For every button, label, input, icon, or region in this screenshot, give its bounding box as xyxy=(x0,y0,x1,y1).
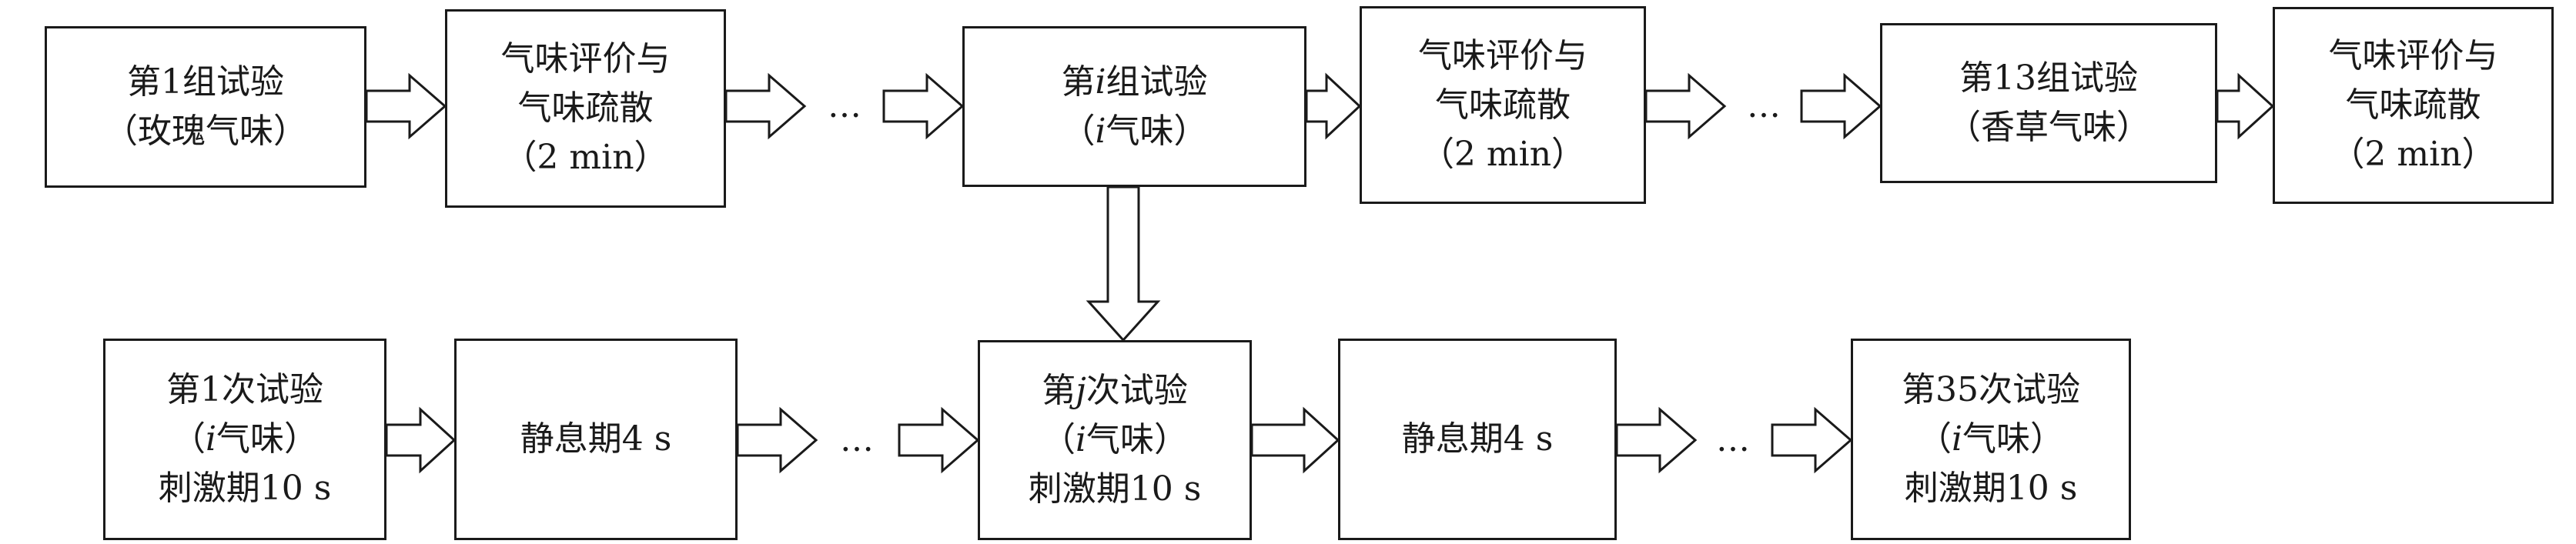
node-text-line: 第j次试验 xyxy=(1042,371,1188,410)
node-group13-test: 第13组试验 （香草气味） xyxy=(1880,23,2217,183)
node-trial35: 第35次试验 （i气味） 刺激期10 s xyxy=(1851,339,2131,540)
node-text-line: 气味评价与 xyxy=(2328,36,2498,75)
arrow-groupi-test-to-trialj xyxy=(1086,185,1161,342)
node-text-line: 第1组试验 xyxy=(127,62,284,102)
node-text-line: 第35次试验 xyxy=(1902,370,2080,409)
arrow-group13-test-to-group13-eval xyxy=(2216,72,2275,140)
node-text-line: 气味疏散 xyxy=(2345,85,2481,125)
arrow-ellipsis-to-group13-test xyxy=(1800,72,1882,140)
node-rest1: 静息期4 s xyxy=(454,339,738,540)
node-text-line: （i气味） xyxy=(1917,419,2065,459)
ellipsis-top-1: … xyxy=(828,86,861,125)
arrow-ellipsis-to-groupi-test xyxy=(882,72,965,140)
node-trial1: 第1次试验 （i气味） 刺激期10 s xyxy=(103,339,386,540)
arrow-ellipsis-to-trialj xyxy=(898,406,980,474)
node-text-line: 刺激期10 s xyxy=(158,469,332,508)
node-text-line: （2 min） xyxy=(503,138,668,177)
arrow-groupi-eval-to-ellipsis xyxy=(1644,72,1727,140)
ellipsis-bottom-1: … xyxy=(840,420,874,459)
node-text-line: 静息期4 s xyxy=(520,419,672,459)
node-group1-test: 第1组试验 （玫瑰气味） xyxy=(45,26,366,188)
node-text-line: 第i组试验 xyxy=(1061,62,1208,102)
node-text-line: （i气味） xyxy=(171,419,319,459)
node-groupi-eval: 气味评价与气味疏散 （2 min） xyxy=(1360,6,1646,204)
ellipsis-top-2: … xyxy=(1747,86,1781,125)
node-restj: 静息期4 s xyxy=(1338,339,1617,540)
node-text-line: 刺激期10 s xyxy=(1028,469,1202,509)
node-groupi-test: 第i组试验 （i气味） xyxy=(962,26,1306,187)
arrow-trialj-to-restj xyxy=(1250,406,1340,474)
node-text-line: 气味评价与 xyxy=(1418,35,1587,75)
node-text-line: （i气味） xyxy=(1041,420,1189,459)
arrow-ellipsis-to-trial35 xyxy=(1771,406,1853,474)
arrow-group1-test-to-group1-eval xyxy=(365,72,447,140)
arrow-groupi-test-to-groupi-eval xyxy=(1305,72,1362,140)
node-text-line: （2 min） xyxy=(1420,134,1586,174)
arrow-group1-eval-to-ellipsis xyxy=(724,72,807,140)
node-text-line: 气味疏散 xyxy=(1435,85,1571,125)
arrow-trial1-to-rest1 xyxy=(385,406,457,474)
arrow-restj-to-ellipsis xyxy=(1615,406,1698,474)
node-group13-eval: 气味评价与气味疏散 （2 min） xyxy=(2273,7,2554,204)
node-text-line: 静息期4 s xyxy=(1401,419,1554,459)
node-text-line: （玫瑰气味） xyxy=(104,112,307,151)
node-trialj: 第j次试验 （i气味） 刺激期10 s xyxy=(978,340,1252,540)
node-text-line: （香草气味） xyxy=(1947,108,2150,147)
ellipsis-bottom-2: … xyxy=(1716,420,1750,459)
node-group1-eval: 气味评价与气味疏散 （2 min） xyxy=(445,9,726,208)
node-text-line: 刺激期10 s xyxy=(1904,469,2078,508)
arrow-rest1-to-ellipsis xyxy=(736,406,818,474)
node-text-line: 气味疏散 xyxy=(517,88,654,128)
node-text-line: 第1次试验 xyxy=(166,370,323,409)
node-text-line: （2 min） xyxy=(2330,135,2496,174)
node-text-line: 气味评价与 xyxy=(500,39,671,78)
node-text-line: （i气味） xyxy=(1061,111,1208,151)
node-text-line: 第13组试验 xyxy=(1959,58,2138,98)
